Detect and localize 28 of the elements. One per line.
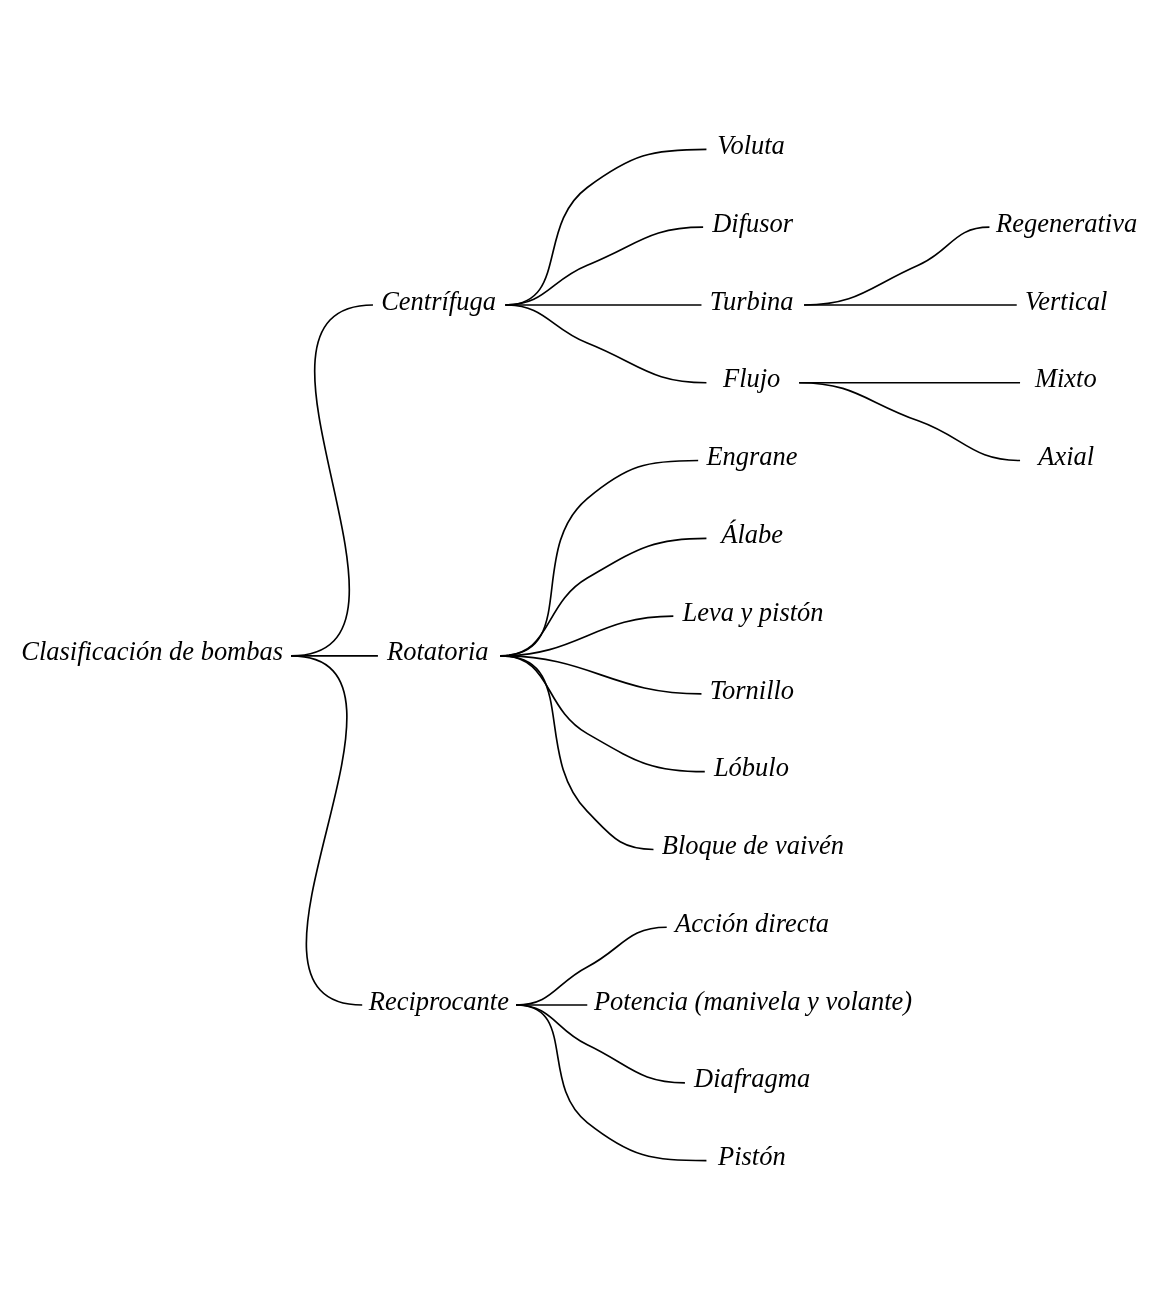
node-text: Tornillo	[709, 674, 795, 705]
node-text: Pistón	[718, 1140, 786, 1171]
node-text: Axial	[1038, 440, 1095, 471]
node-text: Centrífuga	[381, 285, 496, 316]
connector	[499, 654, 655, 850]
node-text: Lóbulo	[713, 751, 789, 782]
connector	[290, 654, 364, 1006]
node-text: Voluta	[717, 129, 785, 160]
connector	[504, 303, 708, 384]
node-text: Difusor	[712, 207, 794, 238]
node-text: Rotatoria	[387, 635, 489, 666]
node-text: Acción directa	[674, 907, 830, 938]
node-text: Diafragma	[694, 1062, 811, 1093]
node-text: Potencia (manivela y volante)	[593, 985, 913, 1016]
node-text: Álabe	[721, 518, 784, 549]
node-text: Engrane	[706, 440, 798, 471]
connector	[803, 303, 1018, 306]
node-text: Turbina	[709, 285, 794, 316]
node-text: Clasificación de bombas	[21, 635, 284, 666]
node-text: Vertical	[1025, 285, 1108, 316]
node-text: Flujo	[722, 362, 781, 393]
node-text: Leva y pistón	[682, 596, 824, 627]
node-text: Regenerativa	[996, 207, 1138, 238]
connector	[798, 381, 1021, 461]
connector	[515, 1003, 708, 1161]
node-text: Mixto	[1034, 362, 1097, 393]
node-text: Bloque de vaivén	[661, 829, 845, 860]
node-text: Reciprocante	[368, 985, 509, 1016]
